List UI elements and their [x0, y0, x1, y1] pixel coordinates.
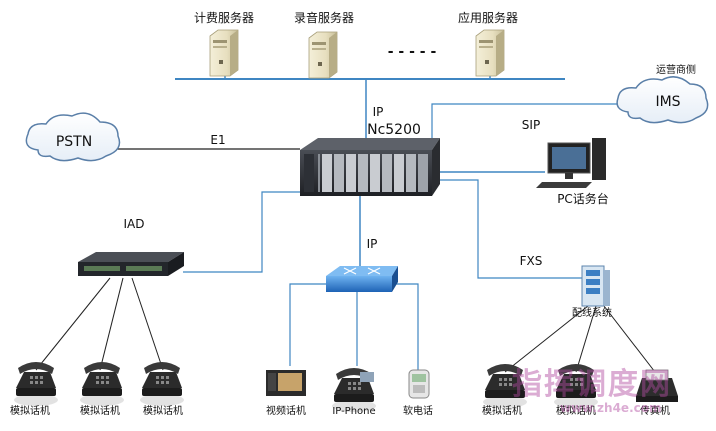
- pc-console: PC话务台: [536, 138, 609, 206]
- ip-top-label: IP: [373, 105, 384, 119]
- iad-phone-2-label: 模拟话机: [80, 404, 120, 417]
- ip-switch: [326, 266, 398, 292]
- dist-phone-2: 模拟话机: [554, 364, 598, 417]
- fax-machine: 传真机: [636, 369, 678, 417]
- recording-server: 录音服务器: [294, 10, 354, 79]
- watermark-logo: 指挥调度网 www.zh4e.com: [512, 367, 672, 415]
- pstn-cloud: PSTN: [25, 112, 121, 162]
- iad-phone-3-label: 模拟话机: [143, 404, 183, 417]
- fxs-label: FXS: [520, 254, 543, 268]
- dist-phone-1: 模拟话机: [482, 364, 527, 417]
- distribution-system: 配线系统: [572, 265, 612, 319]
- pstn-label: PSTN: [56, 134, 92, 150]
- ims-label: IMS: [655, 94, 680, 110]
- carrier-side-label: 运营商侧: [656, 63, 696, 76]
- server-ellipsis: - - - - -: [388, 44, 437, 60]
- e1-label: E1: [210, 133, 225, 147]
- sip-label: SIP: [522, 118, 540, 132]
- billing-server-label: 计费服务器: [194, 10, 254, 25]
- distribution-label: 配线系统: [572, 306, 612, 319]
- dist-phone-2-label: 模拟话机: [556, 404, 596, 417]
- iad-phone-3: 模拟话机: [140, 362, 184, 417]
- iad-phone-1: 模拟话机: [10, 362, 58, 417]
- iad-title: IAD: [124, 217, 145, 231]
- ip-bottom-label: IP: [367, 237, 378, 251]
- iad-phone-1-label: 模拟话机: [10, 404, 50, 417]
- video-phone-label: 视频话机: [266, 404, 306, 417]
- ip-phone-label: IP-Phone: [332, 406, 375, 417]
- nc5200-rack: [300, 138, 440, 196]
- iad-device: [78, 252, 184, 276]
- application-server: 应用服务器: [458, 10, 518, 77]
- soft-phone: 软电话: [403, 369, 433, 417]
- nc5200-label: Nc5200: [367, 122, 421, 138]
- billing-server: 计费服务器: [194, 10, 254, 77]
- pc-console-label: PC话务台: [557, 191, 609, 206]
- svg-text:指挥调度网: 指挥调度网: [512, 367, 672, 402]
- recording-server-label: 录音服务器: [294, 10, 354, 25]
- application-server-label: 应用服务器: [458, 10, 518, 25]
- connection-lines: [35, 68, 656, 373]
- fax-label: 传真机: [640, 404, 670, 417]
- svg-text:www.zh4e.com: www.zh4e.com: [560, 401, 661, 415]
- ims-cloud: IMS: [616, 76, 709, 124]
- soft-phone-label: 软电话: [403, 404, 433, 417]
- iad-phone-2: 模拟话机: [80, 362, 124, 417]
- dist-phone-1-label: 模拟话机: [482, 404, 522, 417]
- ip-phone: IP-Phone: [332, 368, 376, 417]
- video-phone: 视频话机: [266, 370, 306, 417]
